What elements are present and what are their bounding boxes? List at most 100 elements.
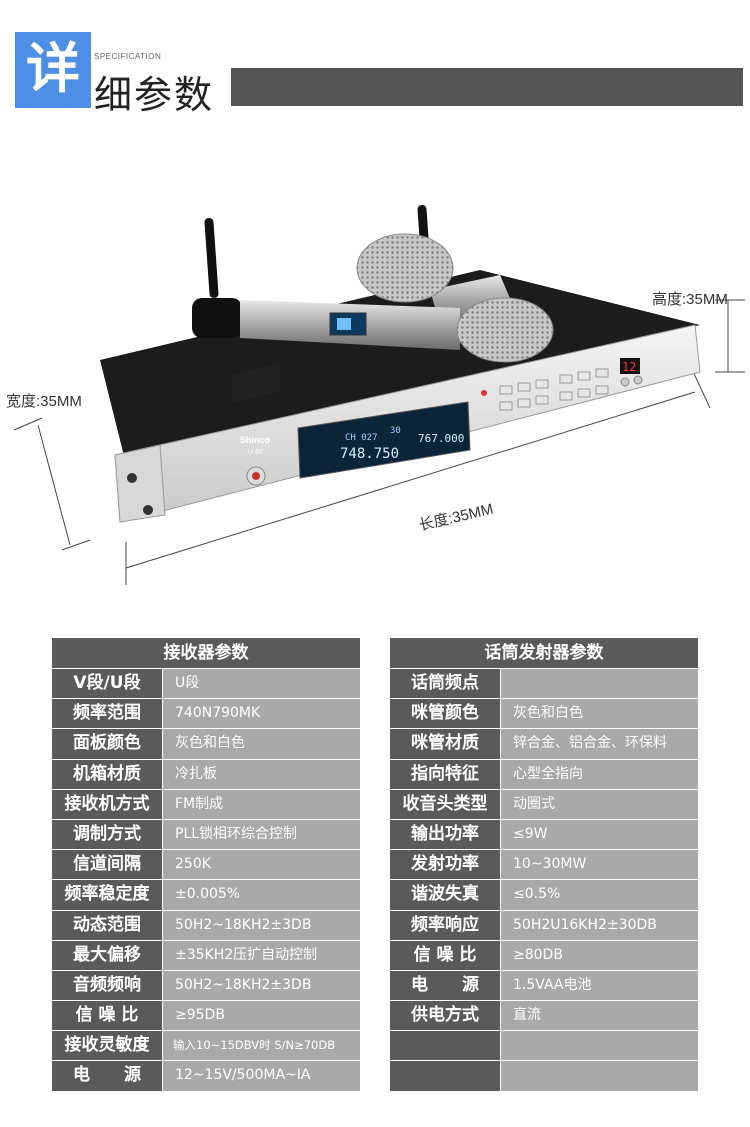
spec-value: 50H2~18KH2±3DB [162, 910, 360, 940]
spec-label: 接收灵敏度 [52, 1031, 162, 1061]
spec-label: 供电方式 [390, 1001, 500, 1031]
spec-value: PLL锁相环综合控制 [162, 819, 360, 850]
spec-value [500, 1061, 698, 1091]
spec-value: 50H2~18KH2±3DB [162, 970, 360, 1001]
spec-value [500, 1031, 698, 1061]
display-channel: CH 027 [345, 433, 378, 443]
transmitter-table-title: 话筒发射器参数 [390, 638, 698, 668]
microphone-front [192, 297, 554, 363]
receiver-table-title: 接收器参数 [52, 638, 360, 668]
spec-value: 直流 [500, 1001, 698, 1031]
spec-value: 250K [162, 850, 360, 880]
spec-label [390, 1031, 500, 1061]
receiver-microphones-illustration: Shinco U 60 CH 027 748.750 30 767.000 12 [13, 205, 745, 585]
spec-value: 1.5VAA电池 [500, 970, 698, 1001]
table-row: 面板颜色灰色和白色 [52, 728, 360, 759]
spec-label: 电 源 [52, 1061, 162, 1091]
spec-label: 咪管颜色 [390, 699, 500, 729]
table-row: 机箱材质冷扎板 [52, 758, 360, 789]
dimension-lines [13, 299, 745, 585]
table-row: 话筒频点 [390, 668, 698, 699]
title-initial-block: 详 [15, 32, 91, 108]
table-row: 咪管颜色灰色和白色 [390, 698, 698, 729]
spec-value: 740N790MK [162, 699, 360, 729]
title-bar [231, 68, 743, 106]
spec-value: 冷扎板 [162, 759, 360, 789]
spec-value: ±35KH2压扩自动控制 [162, 940, 360, 970]
table-row: 最大偏移±35KH2压扩自动控制 [52, 939, 360, 970]
spec-label: 电 源 [390, 970, 500, 1001]
spec-value: 50H2U16KH2±30DB [500, 910, 698, 940]
model-label: U 60 [248, 449, 263, 456]
spec-label: 谐波失真 [390, 880, 500, 910]
title-english: SPECIFICATION [94, 52, 162, 61]
spec-value: ≥80DB [500, 940, 698, 970]
control-buttons [499, 368, 609, 411]
spec-value: 锌合金、铝合金、环保料 [500, 729, 698, 759]
spec-label: 面板颜色 [52, 729, 162, 759]
brand-logo: Shinco [240, 435, 271, 445]
table-row: 输出功率≤9W [390, 818, 698, 850]
spec-value: 灰色和白色 [162, 729, 360, 759]
table-row: 供电方式直流 [390, 1000, 698, 1031]
table-row: 咪管材质锌合金、铝合金、环保料 [390, 728, 698, 759]
spec-value: 输入10~15DBV时 S/N≥70DB [162, 1031, 360, 1061]
product-image: Shinco U 60 CH 027 748.750 30 767.000 12 [0, 150, 750, 610]
spec-label: 频率响应 [390, 910, 500, 940]
table-row: 收音头类型动圈式 [390, 788, 698, 819]
spec-label: 信 噪 比 [390, 940, 500, 970]
spec-value: ±0.005% [162, 880, 360, 910]
spec-label: 频率范围 [52, 699, 162, 729]
spec-value: ≤9W [500, 819, 698, 850]
spec-label [390, 1061, 500, 1091]
display-channel-2: 30 [390, 426, 401, 436]
led-display: 12 [622, 360, 636, 374]
spec-label: 信道间隔 [52, 850, 162, 880]
spec-value: ≤0.5% [500, 880, 698, 910]
spec-label: 信 噪 比 [52, 1001, 162, 1031]
spec-label: 频率稳定度 [52, 880, 162, 910]
spec-value: 动圈式 [500, 789, 698, 819]
display-frequency: 748.750 [340, 446, 399, 462]
spec-value: FM制成 [162, 789, 360, 819]
table-row: 接收灵敏度输入10~15DBV时 S/N≥70DB [52, 1030, 360, 1061]
table-row: 信 噪 比≥80DB [390, 939, 698, 970]
spec-label: 指向特征 [390, 759, 500, 789]
spec-label: 调制方式 [52, 819, 162, 850]
spec-label: 输出功率 [390, 819, 500, 850]
table-row: 频率稳定度±0.005% [52, 879, 360, 910]
table-row: 谐波失真≤0.5% [390, 879, 698, 910]
spec-value: 12~15V/500MA~IA [162, 1061, 360, 1091]
width-dimension: 宽度:35MM [6, 393, 82, 410]
spec-label: 接收机方式 [52, 789, 162, 819]
spec-label: 音频频响 [52, 970, 162, 1001]
header: 详 SPECIFICATION 细参数 [0, 0, 750, 120]
spec-label: 收音头类型 [390, 789, 500, 819]
display-frequency-2: 767.000 [418, 432, 464, 445]
spec-value: U段 [162, 669, 360, 699]
spec-label: 咪管材质 [390, 729, 500, 759]
spec-value: 灰色和白色 [500, 699, 698, 729]
transmitter-spec-table: 话筒发射器参数 话筒频点 咪管颜色灰色和白色 咪管材质锌合金、铝合金、环保料 指… [390, 638, 698, 1091]
table-row [390, 1030, 698, 1061]
spec-label: V段/U段 [52, 669, 162, 699]
spec-label: 话筒频点 [390, 669, 500, 699]
spec-label: 动态范围 [52, 910, 162, 940]
spec-label: 发射功率 [390, 850, 500, 880]
spec-value: ≥95DB [162, 1001, 360, 1031]
spec-value [500, 669, 698, 699]
height-dimension: 高度:35MM [652, 291, 728, 308]
title-text: 细参数 [94, 73, 215, 117]
spec-value: 10~30MW [500, 850, 698, 880]
spec-value: 心型全指向 [500, 759, 698, 789]
